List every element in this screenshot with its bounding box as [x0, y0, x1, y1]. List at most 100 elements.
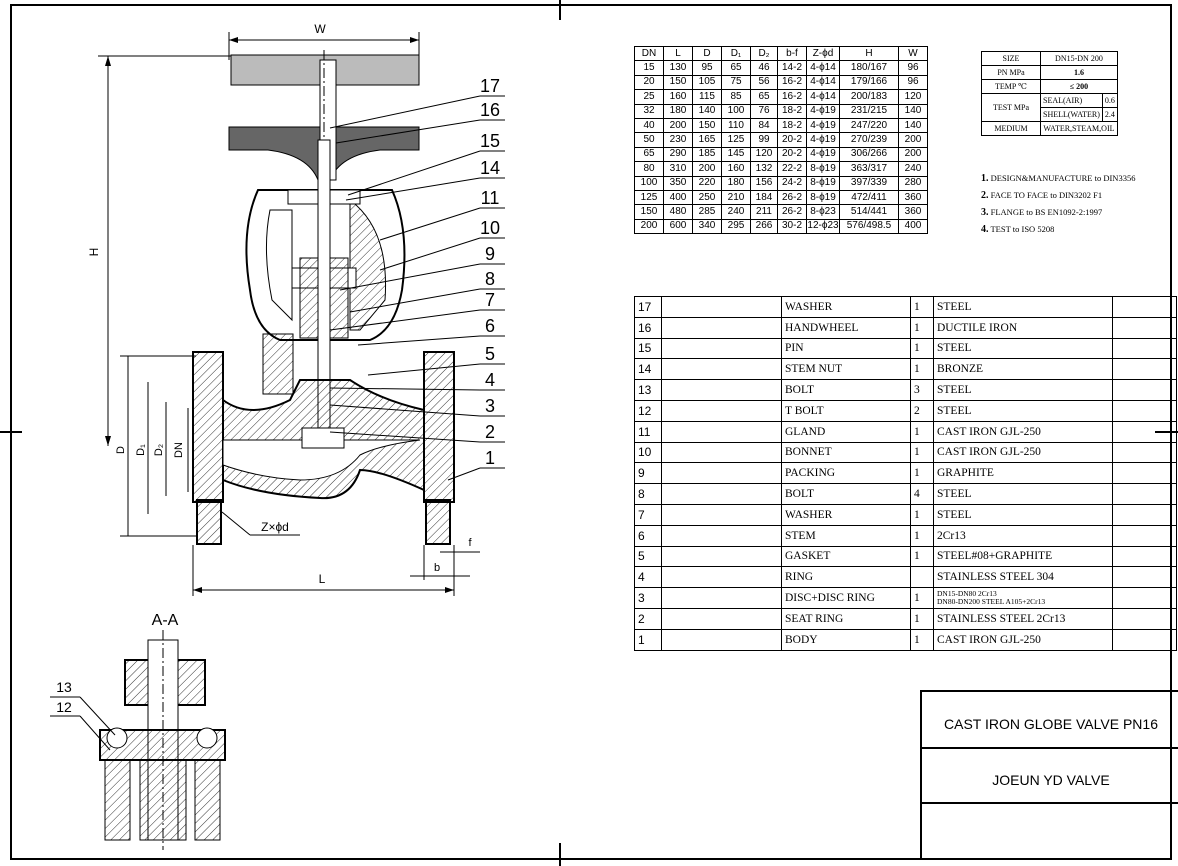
- dim-cell: 400: [663, 189, 693, 206]
- part-material: STAINLESS STEEL 2Cr13: [933, 607, 1113, 630]
- callout-number: 2: [485, 422, 495, 442]
- part-blank: [661, 399, 782, 422]
- dim-cell: 250: [692, 189, 722, 206]
- callout-number: 14: [480, 158, 500, 178]
- part-qty: 1: [910, 503, 934, 526]
- callout-number: 4: [485, 370, 495, 390]
- callout-leader: [329, 431, 481, 443]
- dim-cell: 85: [721, 89, 751, 105]
- h-dimension: H: [87, 55, 236, 446]
- dim-cell: 20-2: [777, 146, 807, 163]
- part-material-line: DN15-DN80 2Cr13: [937, 589, 997, 599]
- part-blank: [661, 545, 782, 568]
- part-name: BODY: [781, 628, 911, 651]
- dim-cell: 4-ϕ14: [806, 89, 840, 105]
- dim-cell: 156: [750, 175, 778, 191]
- dim-cell: 179/166: [839, 74, 899, 91]
- dim-cell: 26-2: [777, 204, 807, 220]
- dim-cell: 8-ϕ19: [806, 161, 840, 177]
- dim-cell: 65: [634, 146, 664, 163]
- dim-cell: 99: [750, 132, 778, 148]
- part-name: SEAT RING: [781, 607, 911, 630]
- w-dimension: W: [228, 22, 420, 60]
- dim-cell: 110: [721, 117, 751, 134]
- part-extra: [1112, 316, 1177, 339]
- size-label: SIZE: [981, 51, 1041, 66]
- part-blank: [661, 316, 782, 339]
- dim-cell: 25: [634, 89, 664, 105]
- part-number: 2: [634, 607, 662, 630]
- part-extra: [1112, 524, 1177, 547]
- section-callout-12: 12: [56, 699, 72, 715]
- dim-cell: 56: [750, 74, 778, 91]
- part-name: WASHER: [781, 296, 911, 318]
- l-dimension: L b f Z×ϕd: [192, 511, 480, 596]
- dim-cell: 30-2: [777, 218, 807, 235]
- part-name: BONNET: [781, 441, 911, 464]
- part-blank: [661, 566, 782, 589]
- part-number: 4: [634, 566, 662, 589]
- dim-cell: 280: [898, 175, 928, 191]
- pn-value: 1.6: [1040, 65, 1118, 80]
- dim-cell: 96: [898, 60, 928, 76]
- part-qty: 1: [910, 420, 934, 443]
- dim-header-cell: D₁: [721, 45, 751, 62]
- dim-cell: 150: [692, 117, 722, 134]
- callout-number: 10: [480, 218, 500, 238]
- part-extra: [1112, 420, 1177, 443]
- part-name: BOLT: [781, 379, 911, 401]
- callout-number: 7: [485, 290, 495, 310]
- part-number: 16: [634, 316, 662, 339]
- dim-cell: 20: [634, 74, 664, 91]
- dim-cell: 160: [721, 161, 751, 177]
- part-extra: [1112, 358, 1177, 381]
- part-qty: 1: [910, 358, 934, 381]
- part-extra: [1112, 607, 1177, 630]
- size-value: DN15-DN 200: [1040, 51, 1118, 66]
- dim-cell: 340: [692, 218, 722, 235]
- part-number: 9: [634, 462, 662, 485]
- dn-label: DN: [173, 442, 185, 458]
- shell-value: 2.4: [1101, 107, 1118, 122]
- part-material: DUCTILE IRON: [933, 316, 1113, 339]
- dim-cell: 95: [692, 60, 722, 76]
- dim-header-cell: b-f: [777, 45, 807, 62]
- dim-cell: 75: [721, 74, 751, 91]
- part-material: BRONZE: [933, 358, 1113, 381]
- dim-cell: 200/183: [839, 89, 899, 105]
- dim-cell: 65: [750, 89, 778, 105]
- part-material: STEEL#08+GRAPHITE: [933, 545, 1113, 568]
- part-blank: [661, 379, 782, 401]
- dim-cell: 8-ϕ19: [806, 175, 840, 191]
- dim-cell: 180/167: [839, 60, 899, 76]
- part-name: PIN: [781, 337, 911, 360]
- part-blank: [661, 587, 782, 609]
- callout-number: 15: [480, 131, 500, 151]
- callout-leader: [367, 363, 481, 376]
- dim-cell: 210: [721, 189, 751, 206]
- temp-label: TEMP ℃: [981, 79, 1041, 94]
- dim-cell: 18-2: [777, 117, 807, 134]
- part-name: HANDWHEEL: [781, 316, 911, 339]
- part-number: 5: [634, 545, 662, 568]
- part-material: STAINLESS STEEL 304: [933, 566, 1113, 589]
- callout-number: 6: [485, 316, 495, 336]
- part-extra: [1112, 566, 1177, 589]
- dim-cell: 125: [634, 189, 664, 206]
- part-extra: [1112, 296, 1177, 318]
- dim-cell: 400: [898, 218, 928, 235]
- part-number: 14: [634, 358, 662, 381]
- callout-number: 1: [485, 448, 495, 468]
- part-number: 17: [634, 296, 662, 318]
- dim-cell: 140: [898, 103, 928, 119]
- dim-cell: 96: [898, 74, 928, 91]
- part-qty: 1: [910, 524, 934, 547]
